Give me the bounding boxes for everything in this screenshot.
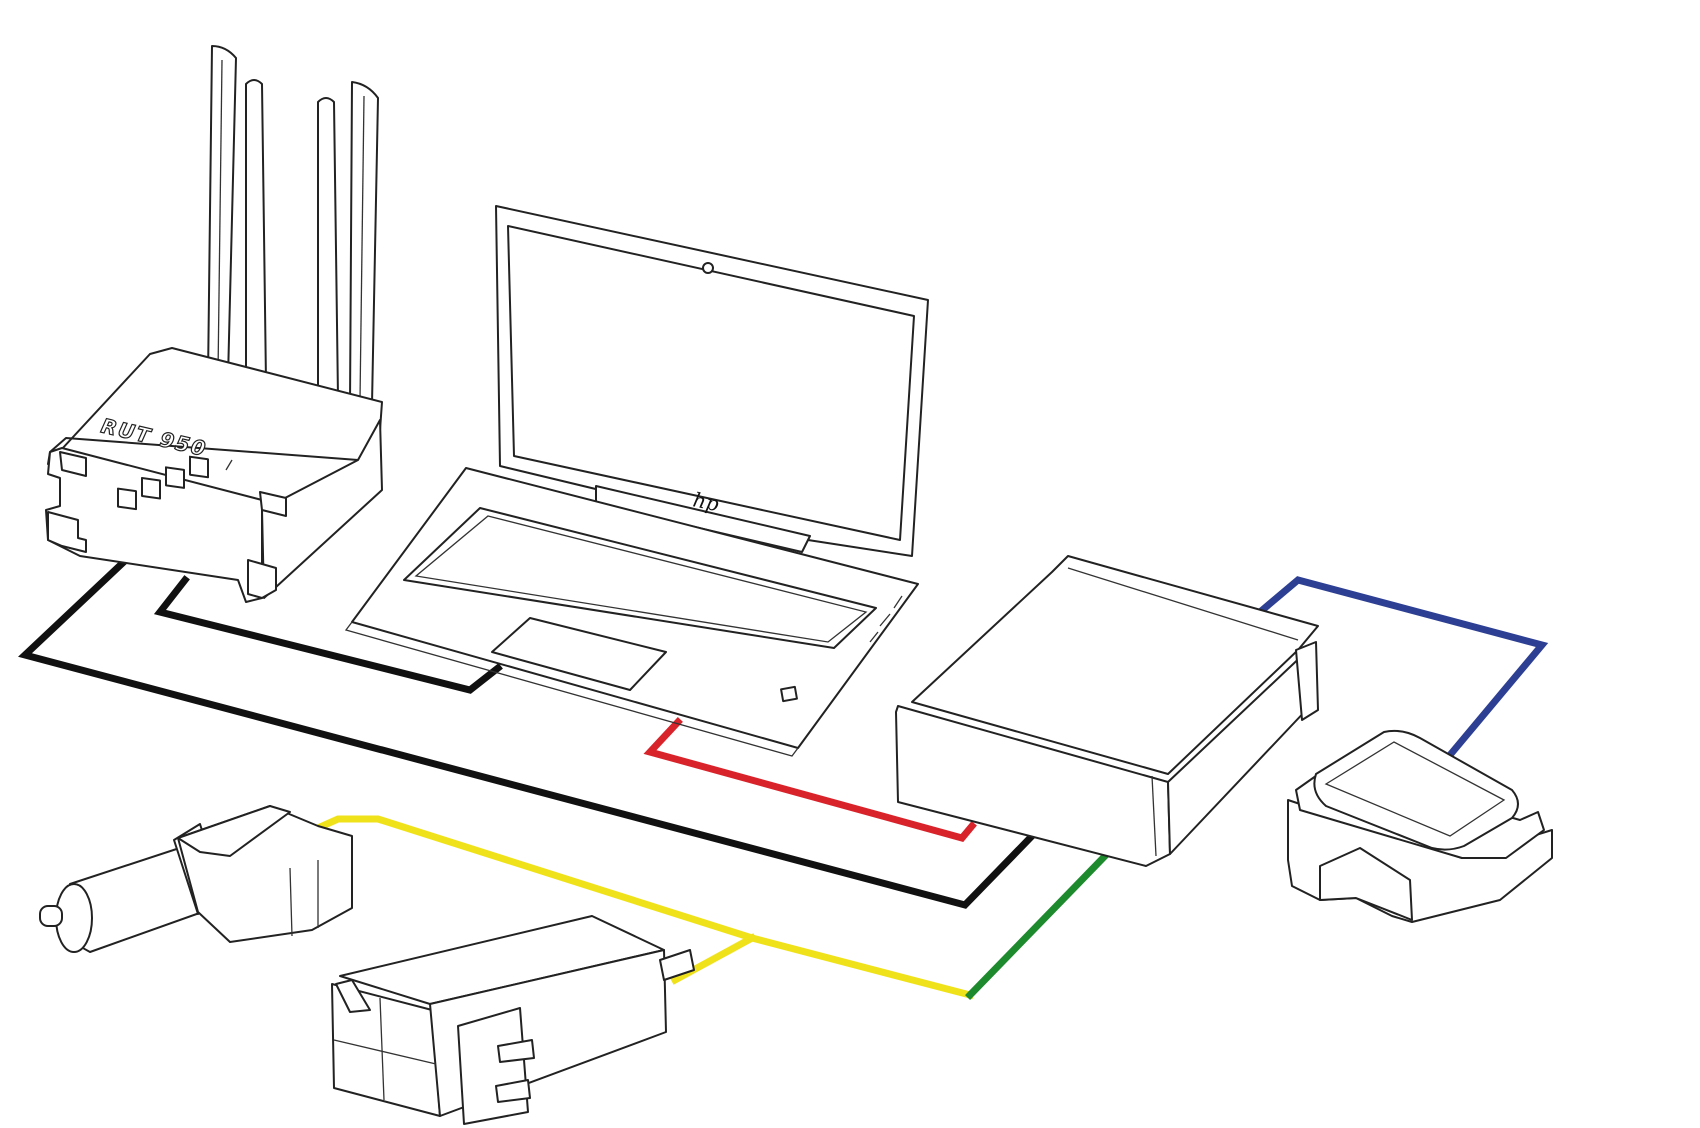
laptop: hp [346,206,928,756]
adapter-prong-plate [458,1008,528,1124]
car-charger [40,806,352,952]
gnss-antenna [1288,731,1552,922]
data-hub [896,556,1318,866]
laptop-webcam [703,263,713,273]
router-antennas [208,46,378,407]
router: RUT 950 [46,46,382,602]
wall-adapter [332,916,694,1124]
laptop-fingerprint-sensor [781,687,797,701]
